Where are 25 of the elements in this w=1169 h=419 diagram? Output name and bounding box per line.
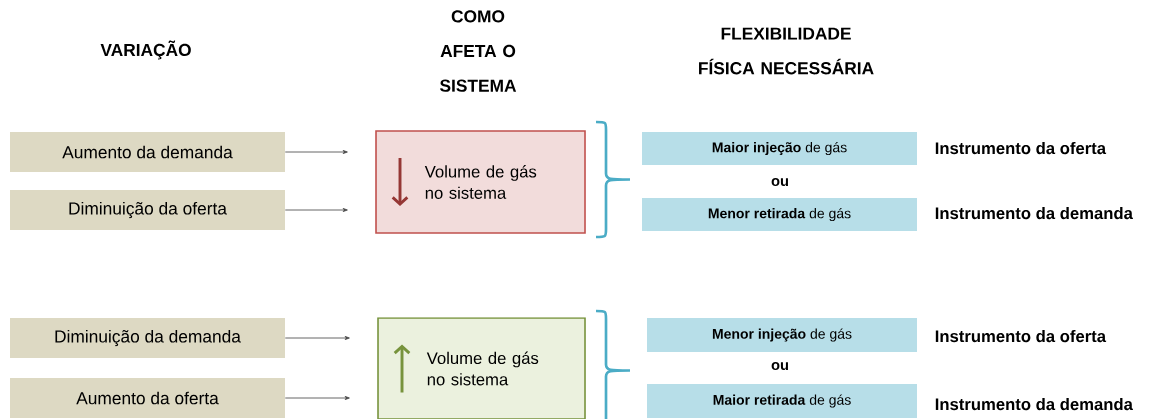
or-label: ou bbox=[771, 362, 788, 371]
arrow bbox=[284, 396, 350, 400]
arrow bbox=[284, 336, 350, 340]
column-heading: COMO AFETA O SISTEMA bbox=[440, 10, 517, 92]
or-label: ou bbox=[771, 178, 788, 187]
instrument-label: Instrumento da demanda bbox=[935, 206, 1133, 220]
effect-box bbox=[375, 130, 586, 234]
action-box: Maior injeção de gás bbox=[642, 132, 917, 165]
instrument-label: Instrumento da oferta bbox=[935, 329, 1107, 343]
arrow bbox=[284, 150, 348, 154]
action-box: Menor retirada de gás bbox=[642, 198, 917, 231]
variation-box: Aumento da demanda bbox=[10, 132, 285, 172]
instrument-label: Instrumento da oferta bbox=[935, 141, 1107, 155]
column-heading: VARIAÇÃO bbox=[100, 40, 191, 60]
instrument-label: Instrumento da demanda bbox=[935, 397, 1133, 411]
arrow bbox=[284, 208, 348, 212]
variation-box: Diminuição da oferta bbox=[10, 190, 285, 230]
effect-text: Volume de gás no sistema bbox=[424, 165, 537, 199]
effect-text: Volume de gás no sistema bbox=[426, 351, 539, 386]
effect-box bbox=[377, 317, 586, 419]
variation-box: Aumento da oferta bbox=[10, 378, 285, 418]
variation-box: Diminuição da demanda bbox=[10, 318, 285, 358]
action-box: Menor injeção de gás bbox=[647, 318, 917, 352]
action-box: Maior retirada de gás bbox=[647, 384, 917, 418]
column-heading: FLEXIBILIDADE FÍSICA NECESSÁRIA bbox=[699, 27, 874, 75]
